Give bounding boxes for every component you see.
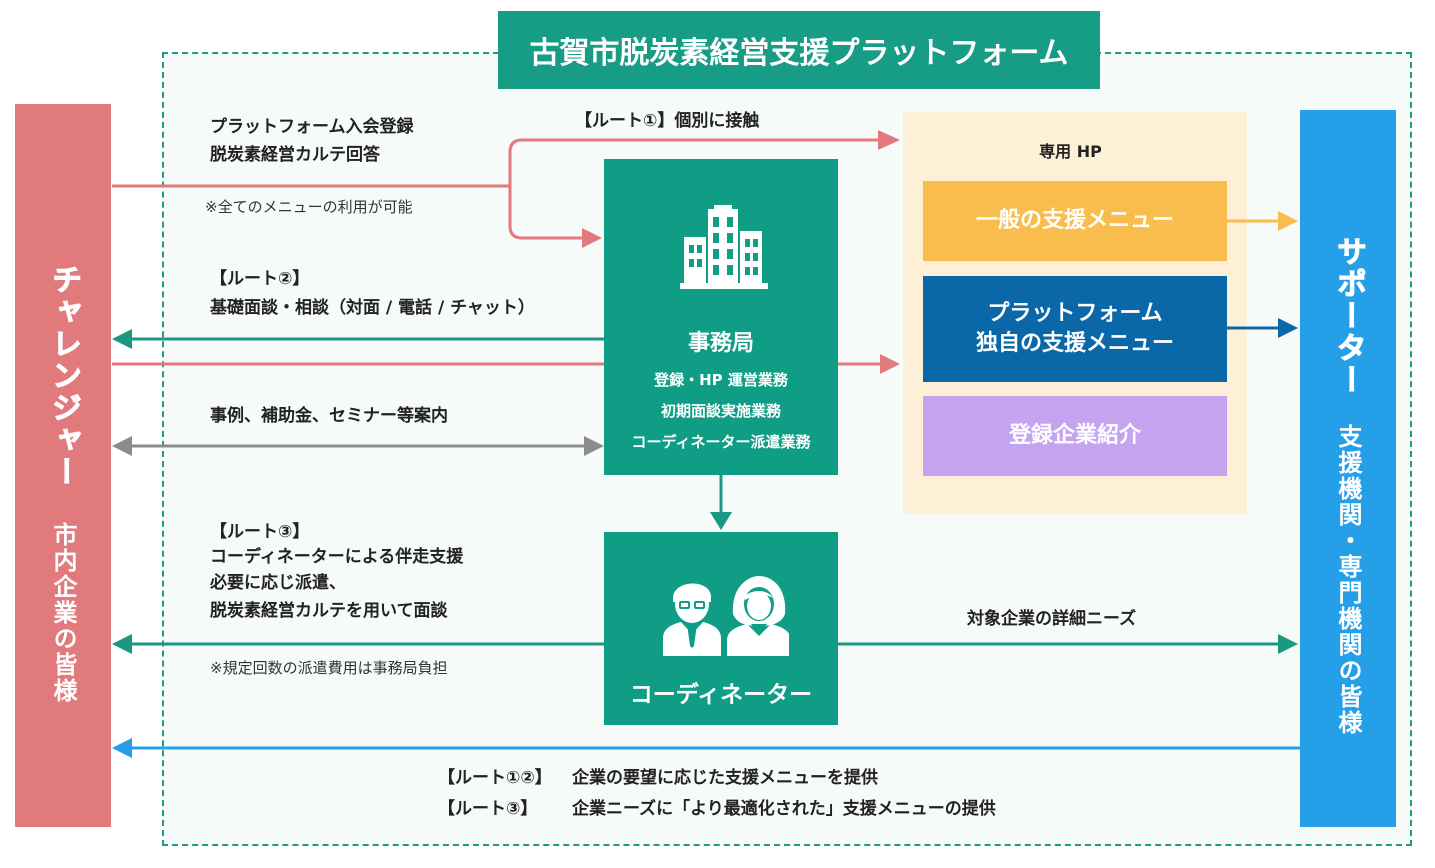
arrowhead [112,436,132,456]
route3-bottom-text: 企業ニーズに「より最適化された」支援メニューの提供 [572,799,996,819]
route1-arrow-to-hp [112,138,878,188]
challenger-bar: チャレンジャー 市内企業の皆様 [15,104,111,827]
office-task: 登録・HP 運営業務 [654,371,788,389]
route3-desc-2: 必要に応じ派遣、 [210,573,346,593]
office-task: コーディネーター派遣業務 [631,433,811,451]
all-menu-note: ※全てのメニューの利用が可能 [205,198,413,216]
route12-bottom-text: 企業の要望に応じた支援メニューを提供 [572,768,878,788]
route2-title: 【ルート②】 [210,269,310,289]
platform-join-label: プラットフォーム入会登録 [210,117,414,137]
general-support-menu[interactable]: 一般の支援メニュー [923,181,1227,261]
office-building-icon [680,205,768,289]
route1-label: 【ルート①】個別に接触 [575,111,760,131]
original-support-menu[interactable]: プラットフォーム 独自の支援メニュー [923,276,1227,382]
karte-answer-label: 脱炭素経営カルテ回答 [210,145,380,165]
detailed-needs-label: 対象企業の詳細ニーズ [967,609,1137,629]
platform-title: 古賀市脱炭素経営支援プラットフォーム [498,11,1100,89]
original-support-menu-line1: プラットフォーム [987,301,1163,327]
office-box: 事務局 登録・HP 運営業務 初期面談実施業務 コーディネーター派遣業務 [604,159,838,475]
supporter-name: サポーター [1331,236,1367,397]
arrowhead [112,329,132,349]
office-title: 事務局 [687,331,754,356]
arrowhead [582,228,602,248]
arrowhead [710,512,732,530]
route3-desc-1: コーディネーターによる伴走支援 [210,547,464,567]
people-icon [663,576,789,656]
registered-company-intro[interactable]: 登録企業紹介 [923,396,1227,476]
dispatch-cost-note: ※規定回数の派遣費用は事務局負担 [210,659,448,677]
arrowhead [1278,318,1298,338]
arrowhead [112,634,132,654]
original-support-menu-line2: 独自の支援メニュー [975,331,1174,356]
supporter-bar: サポーター 支援機関・専門機関の皆様 [1300,110,1396,827]
supporter-desc: 支援機関・専門機関の皆様 [1334,424,1362,736]
route3-title: 【ルート③】 [210,522,310,542]
arrowhead [880,354,900,374]
challenger-desc: 市内企業の皆様 [49,522,77,704]
dedicated-hp-title: 専用 HP [1039,142,1102,161]
coordinator-box: コーディネーター [604,532,838,725]
arrowhead [1278,634,1298,654]
office-task: 初期面談実施業務 [660,402,781,420]
guidance-label: 事例、補助金、セミナー等案内 [210,406,448,426]
route2-desc: 基礎面談・相談（対面 / 電話 / チャット） [210,298,535,318]
route3-bottom-label: 【ルート③】 [438,799,538,819]
join-arrow-to-office [508,186,582,240]
arrowhead [878,130,900,150]
arrowhead [112,738,132,758]
arrowhead [584,436,604,456]
route3-desc-3: 脱炭素経営カルテを用いて面談 [210,601,448,621]
registered-company-intro-label: 登録企業紹介 [1008,423,1141,449]
general-support-menu-label: 一般の支援メニュー [975,208,1174,234]
coordinator-title: コーディネーター [629,682,813,708]
challenger-name: チャレンジャー [46,264,82,489]
route12-bottom-label: 【ルート①②】 [438,768,552,788]
arrowhead [1278,211,1298,231]
